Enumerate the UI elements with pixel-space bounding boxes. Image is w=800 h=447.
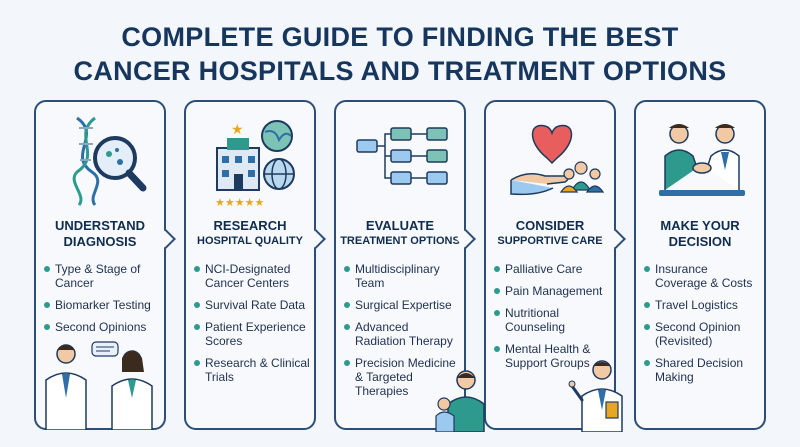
list-item: Surgical Expertise — [344, 298, 460, 312]
list-item: Mental Health & Support Groups — [494, 342, 610, 370]
dna-magnifier-icon — [36, 110, 168, 210]
list-item: Patient Experience Scores — [194, 320, 310, 348]
step-heading-line-2: HOSPITAL QUALITY — [197, 235, 303, 247]
title-line-1: COMPLETE GUIDE TO FINDING THE BEST — [121, 22, 679, 52]
step-heading-line-2: TREATMENT OPTIONS — [340, 235, 460, 247]
step-heading-line-1: RESEARCH — [213, 218, 287, 233]
step-heading-line-2: DIAGNOSIS — [63, 234, 137, 249]
list-item: Precision Medicine & Targeted Therapies — [344, 356, 460, 398]
parent-child-icon — [435, 370, 485, 432]
svg-text:★★★★★: ★★★★★ — [215, 196, 264, 209]
list-item: Shared Decision Making — [644, 356, 760, 384]
list-item: Second Opinion (Revisited) — [644, 320, 760, 348]
step-heading-line-1: UNDERSTAND — [54, 218, 146, 233]
list-item: Type & Stage of Cancer — [44, 262, 160, 290]
list-item: Research & Clinical Trials — [194, 356, 310, 384]
doctors-conversation-icon — [45, 341, 153, 430]
svg-text:★: ★ — [231, 122, 244, 138]
step-heading-line-1: EVALUATE — [365, 218, 435, 233]
list-item: NCI-Designated Cancer Centers — [194, 262, 310, 290]
step-heading: EVALUATE TREATMENT OPTIONS — [340, 218, 460, 248]
step-heading-line-1: CONSIDER — [515, 218, 585, 233]
flowchart-icon — [336, 110, 468, 210]
step-list: Insurance Coverage & Costs Travel Logist… — [644, 262, 760, 392]
list-item: Multidisciplinary Team — [344, 262, 460, 290]
list-item: Travel Logistics — [644, 298, 760, 312]
step-heading: CONSIDER SUPPORTIVE CARE — [490, 218, 610, 248]
doctor-clipboard-icon — [568, 360, 623, 432]
step-heading: MAKE YOUR DECISION — [640, 218, 760, 250]
step-heading: RESEARCH HOSPITAL QUALITY — [190, 218, 310, 248]
step-list: Multidisciplinary Team Surgical Expertis… — [344, 262, 460, 406]
step-card-evaluate-treatment-options: EVALUATE TREATMENT OPTIONS Multidiscipli… — [334, 100, 466, 430]
step-heading: UNDERSTAND DIAGNOSIS — [40, 218, 160, 250]
step-card-consider-supportive-care: CONSIDER SUPPORTIVE CARE Palliative Care… — [484, 100, 616, 430]
list-item: Nutritional Counseling — [494, 306, 610, 334]
list-item: Second Opinions — [44, 320, 160, 334]
hospital-globe-icon: ★ ★★★★★ — [186, 110, 318, 210]
list-item: Advanced Radiation Therapy — [344, 320, 460, 348]
handshake-icon — [636, 110, 768, 210]
list-item: Biomarker Testing — [44, 298, 160, 312]
list-item: Pain Management — [494, 284, 610, 298]
title-line-2: CANCER HOSPITALS AND TREATMENT OPTIONS — [73, 56, 727, 86]
step-heading-line-2: DECISION — [668, 234, 732, 249]
step-card-research-hospital-quality: ★ ★★★★★ RESEARCH HOSPITAL QUALITY NCI-De… — [184, 100, 316, 430]
step-card-make-your-decision: MAKE YOUR DECISION Insurance Coverage & … — [634, 100, 766, 430]
step-list: Type & Stage of Cancer Biomarker Testing… — [44, 262, 160, 342]
page-title: COMPLETE GUIDE TO FINDING THE BEST CANCE… — [0, 20, 800, 88]
list-item: Palliative Care — [494, 262, 610, 276]
list-item: Survival Rate Data — [194, 298, 310, 312]
step-heading-line-2: SUPPORTIVE CARE — [497, 235, 603, 247]
heart-hand-icon — [486, 110, 618, 210]
step-heading-line-1: MAKE YOUR — [660, 218, 740, 233]
list-item: Insurance Coverage & Costs — [644, 262, 760, 290]
step-list: Palliative Care Pain Management Nutritio… — [494, 262, 610, 378]
step-list: NCI-Designated Cancer Centers Survival R… — [194, 262, 310, 392]
